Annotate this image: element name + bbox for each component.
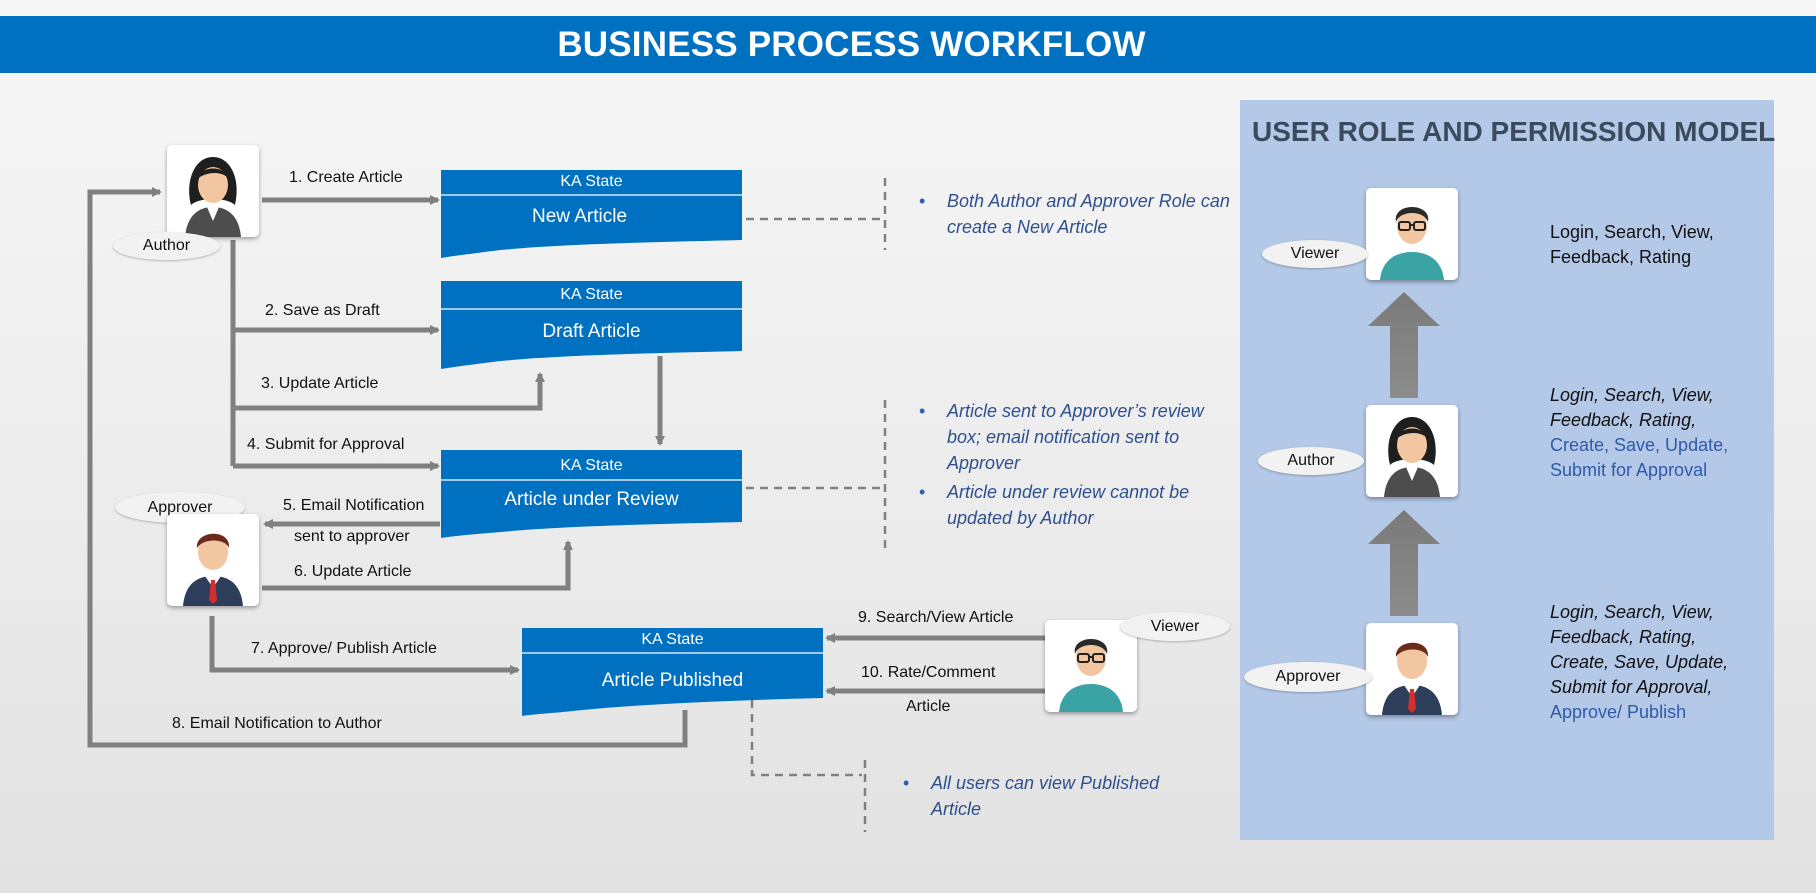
state-new-head: KA State <box>560 173 623 190</box>
state-review-name: Article under Review <box>504 489 679 510</box>
step-label-submit: 4. Submit for Approval <box>247 436 405 453</box>
viewer-role-tag: Viewer <box>1120 612 1230 641</box>
arrow-email-author <box>87 187 688 748</box>
state-new-name: New Article <box>531 206 628 227</box>
pm-approver-line-5: Approve/ Publish <box>1550 702 1687 722</box>
state-review-head: KA State <box>560 457 623 474</box>
pm-author-permissions: Login, Search, View, Feedback, Rating, C… <box>1550 383 1728 483</box>
note-review-item-2: Article under review cannot be updated b… <box>917 479 1237 531</box>
note-new-article: Both Author and Approver Role can create… <box>917 188 1237 250</box>
arrow-up-icon <box>1368 292 1440 398</box>
viewer-avatar <box>1045 620 1137 712</box>
state-draft-name: Draft Article <box>542 321 641 342</box>
step-label-rate-comment-2: Article <box>906 698 951 715</box>
state-published-head: KA State <box>641 631 704 648</box>
state-article-published <box>522 628 823 716</box>
dash-published-note <box>750 700 862 777</box>
step-label-create: 1. Create Article <box>289 169 403 186</box>
permission-model-panel: USER ROLE AND PERMISSION MODEL Viewer Lo… <box>1240 100 1776 840</box>
pm-approver-permissions: Login, Search, View, Feedback, Rating, C… <box>1550 600 1728 725</box>
state-draft-article <box>441 281 742 369</box>
pm-approver-role-tag: Approver <box>1244 662 1372 692</box>
note-review-item-1: Article sent to Approver’s review box; e… <box>917 398 1237 476</box>
note-published-item-1: All users can view Published Article <box>901 770 1201 822</box>
pm-approver-avatar <box>1366 623 1458 715</box>
male-viewer-with-glasses-icon <box>1380 207 1444 280</box>
pm-author-avatar <box>1366 405 1458 497</box>
step-label-email-approver-2: sent to approver <box>294 528 410 545</box>
pm-approver-line-2: Feedback, Rating, <box>1550 627 1697 647</box>
step-label-rate-comment: 10. Rate/Comment <box>861 664 996 681</box>
female-author-icon <box>1384 417 1440 497</box>
state-published-name: Article Published <box>601 670 744 691</box>
pm-author-line-3: Create, Save, Update, <box>1550 435 1729 455</box>
pm-author-role-tag: Author <box>1258 447 1364 475</box>
pm-viewer-permissions: Login, Search, View, Feedback, Rating <box>1550 220 1714 270</box>
author-role-tag: Author <box>113 232 220 260</box>
pm-author-line-4: Submit for Approval <box>1550 460 1708 480</box>
female-author-icon <box>185 157 241 237</box>
step-label-save-draft: 2. Save as Draft <box>265 302 380 319</box>
author-avatar <box>167 145 259 237</box>
male-viewer-with-glasses-icon <box>1059 639 1123 712</box>
note-new-item-1: Both Author and Approver Role can create… <box>917 188 1237 240</box>
pm-author-line-1: Login, Search, View, <box>1550 385 1714 405</box>
arrow-approve-publish <box>209 616 520 675</box>
pm-approver-line-4: Submit for Approval, <box>1550 677 1713 697</box>
page-title: BUSINESS PROCESS WORKFLOW <box>557 25 1146 64</box>
title-banner: BUSINESS PROCESS WORKFLOW <box>0 16 1816 73</box>
state-new-article <box>441 170 742 258</box>
arrow-approver-update <box>262 540 573 591</box>
step-label-update: 3. Update Article <box>261 375 379 392</box>
approver-avatar <box>167 514 259 606</box>
pm-viewer-avatar <box>1366 188 1458 280</box>
step-label-search-view: 9. Search/View Article <box>858 609 1014 626</box>
step-label-email-author: 8. Email Notification to Author <box>172 715 382 732</box>
pm-viewer-role-tag: Viewer <box>1262 240 1368 268</box>
male-approver-icon <box>183 533 243 606</box>
male-approver-icon <box>1382 642 1442 715</box>
arrow-update-draft <box>233 372 545 411</box>
note-review: Article sent to Approver’s review box; e… <box>917 398 1237 541</box>
pm-approver-line-1: Login, Search, View, <box>1550 602 1714 622</box>
note-published: All users can view Published Article <box>901 770 1201 832</box>
permission-model-title: USER ROLE AND PERMISSION MODEL <box>1252 116 1776 147</box>
step-label-approver-update: 6. Update Article <box>294 563 412 580</box>
pm-approver-line-3: Create, Save, Update, <box>1550 652 1729 672</box>
arrow-up-icon <box>1368 510 1440 616</box>
step-label-approve-publish: 7. Approve/ Publish Article <box>251 640 437 657</box>
pm-author-line-2: Feedback, Rating, <box>1550 410 1697 430</box>
step-label-email-approver: 5. Email Notification <box>283 497 425 514</box>
pm-viewer-line-2: Feedback, Rating <box>1550 247 1692 267</box>
state-draft-head: KA State <box>560 286 623 303</box>
state-article-under-review <box>441 450 742 538</box>
pm-viewer-line-1: Login, Search, View, <box>1550 222 1714 242</box>
